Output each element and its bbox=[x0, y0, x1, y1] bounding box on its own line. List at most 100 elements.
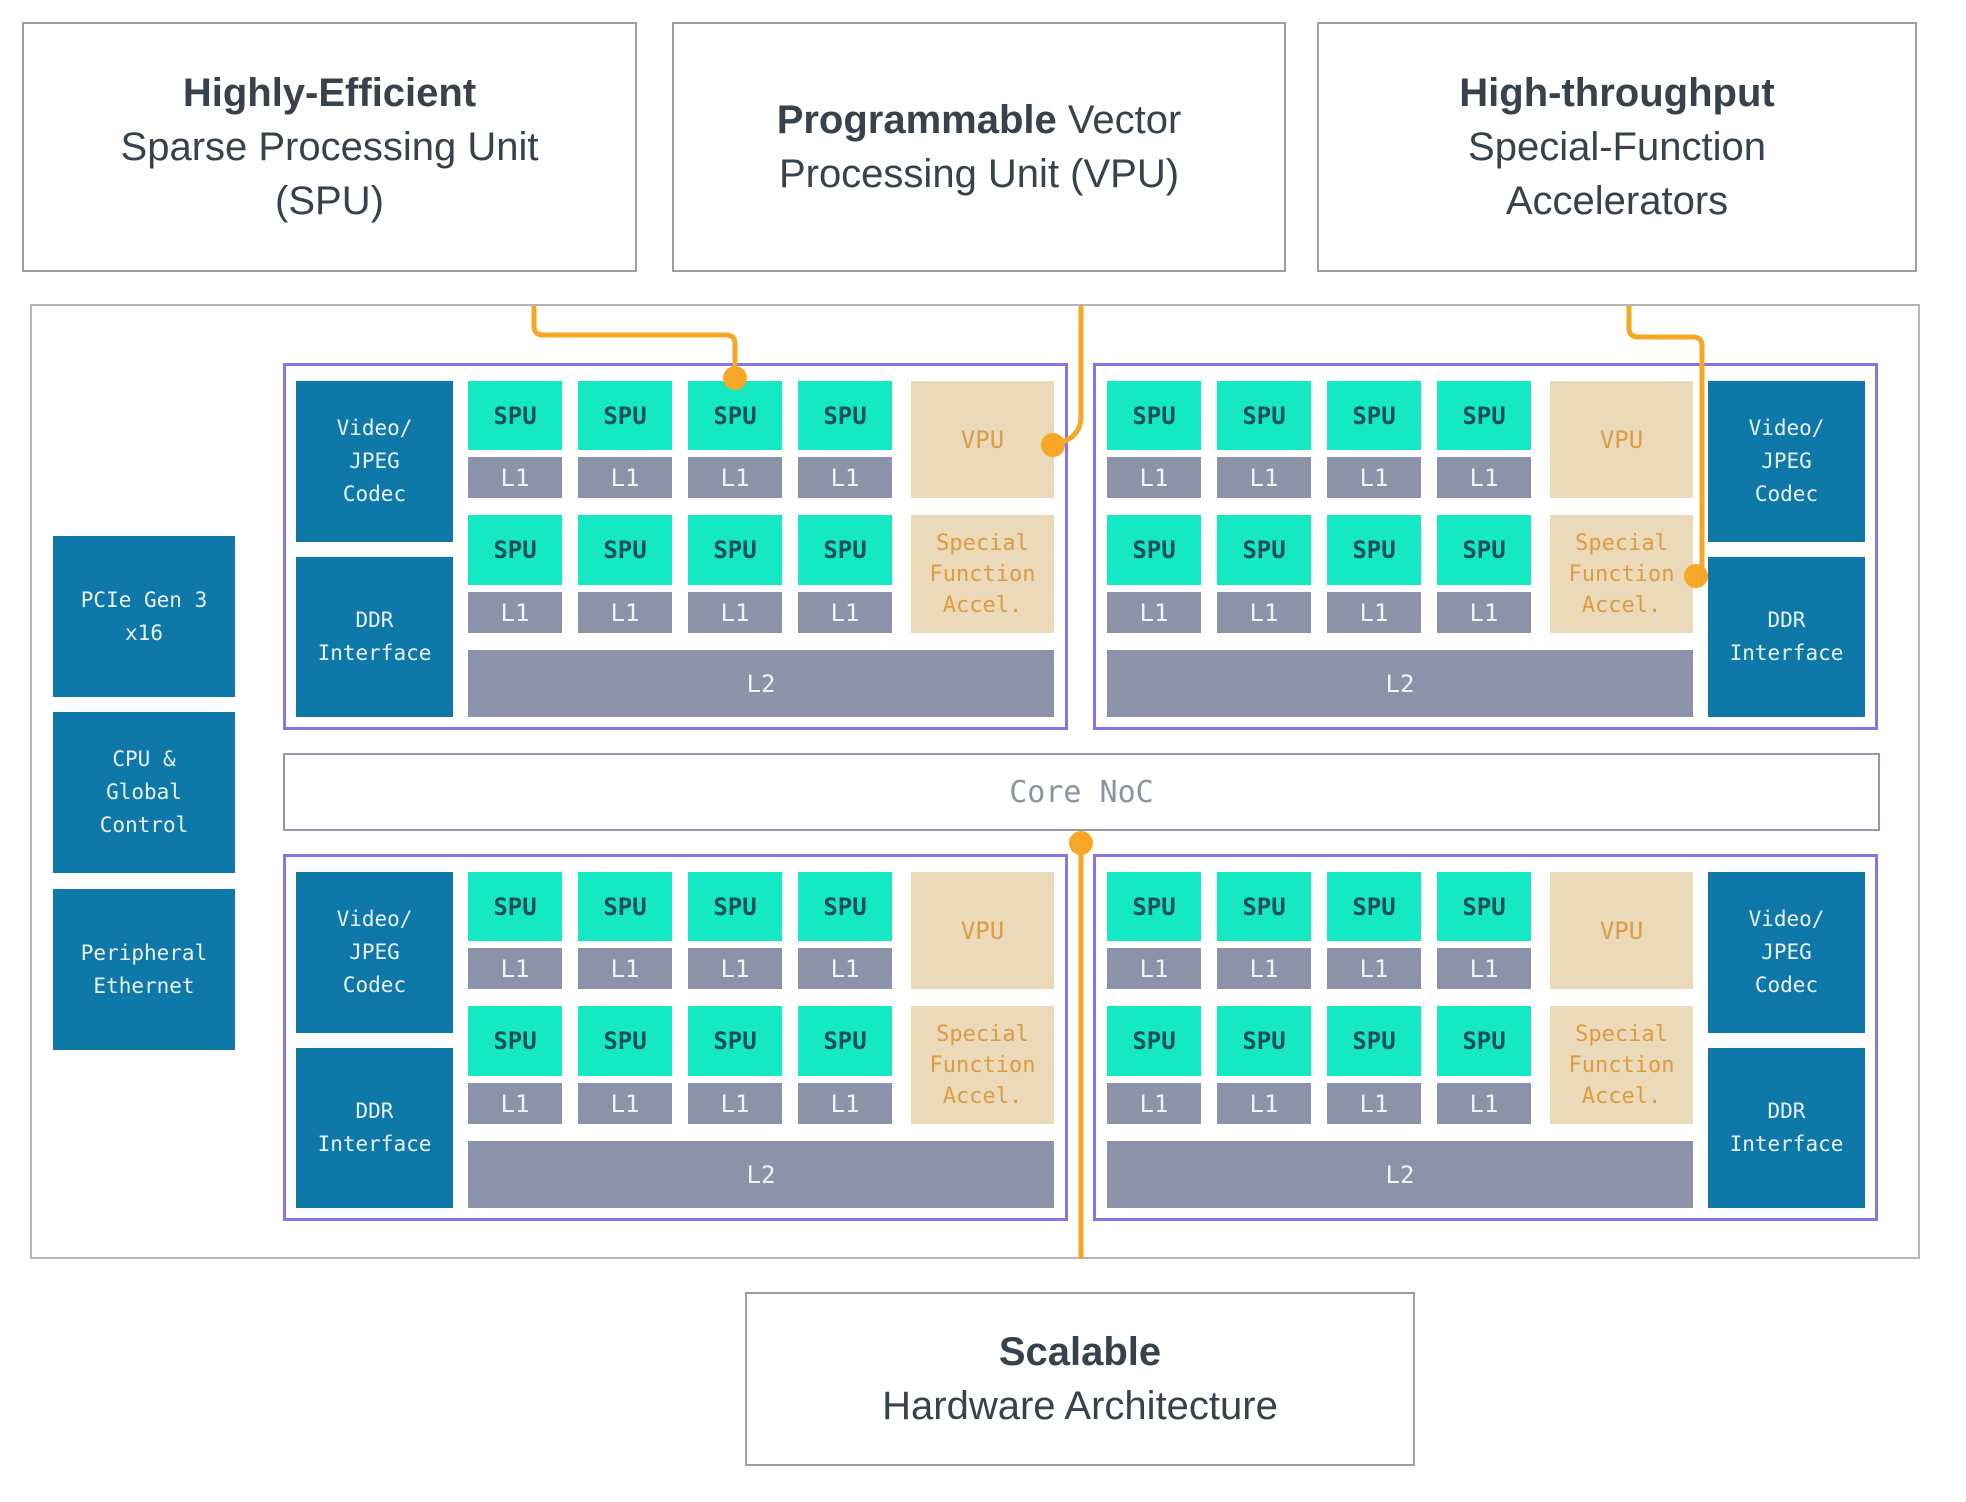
l1-cache-box: L1 bbox=[1107, 457, 1201, 498]
banner-text-bold: Scalable bbox=[998, 1330, 1162, 1374]
banner-line: Highly-Efficient bbox=[183, 66, 476, 120]
spu-box: SPU bbox=[1107, 515, 1201, 585]
l1-cache-box: L1 bbox=[688, 592, 782, 633]
l1-cache-box: L1 bbox=[798, 948, 892, 989]
spu-box: SPU bbox=[1437, 515, 1531, 585]
codec-box: Video/ JPEG Codec bbox=[1708, 381, 1865, 542]
banner-text-bold: Highly-Efficient bbox=[182, 71, 477, 115]
spu-box: SPU bbox=[1327, 872, 1421, 941]
banner-line: Sparse Processing Unit bbox=[121, 120, 539, 174]
io-box-cpu-control: CPU & Global Control bbox=[53, 712, 235, 873]
spu-box: SPU bbox=[1437, 381, 1531, 450]
spu-box: SPU bbox=[1217, 515, 1311, 585]
banner-line: Programmable Vector bbox=[777, 93, 1182, 147]
spu-box: SPU bbox=[578, 515, 672, 585]
l1-cache-box: L1 bbox=[688, 948, 782, 989]
l1-cache-box: L1 bbox=[578, 592, 672, 633]
l1-cache-box: L1 bbox=[1327, 948, 1421, 989]
l1-cache-box: L1 bbox=[1217, 1083, 1311, 1124]
banner-line: Hardware Architecture bbox=[882, 1379, 1278, 1433]
spu-box: SPU bbox=[798, 1006, 892, 1076]
l1-cache-box: L1 bbox=[1437, 592, 1531, 633]
spu-box: SPU bbox=[1217, 872, 1311, 941]
spu-box: SPU bbox=[688, 515, 782, 585]
spu-box: SPU bbox=[1327, 515, 1421, 585]
banner-line: (SPU) bbox=[275, 174, 384, 228]
l1-cache-box: L1 bbox=[1107, 1083, 1201, 1124]
ddr-box: DDR Interface bbox=[296, 1048, 453, 1208]
spu-box: SPU bbox=[1327, 381, 1421, 450]
banner-text: Sparse Processing Unit bbox=[120, 125, 539, 169]
l1-cache-box: L1 bbox=[468, 592, 562, 633]
l1-cache-box: L1 bbox=[1107, 948, 1201, 989]
spu-box: SPU bbox=[688, 381, 782, 450]
l2-cache-bar: L2 bbox=[468, 1141, 1054, 1208]
banner-text: Accelerators bbox=[1505, 179, 1729, 223]
l1-cache-box: L1 bbox=[468, 457, 562, 498]
l1-cache-box: L1 bbox=[688, 457, 782, 498]
banner-line: Accelerators bbox=[1506, 174, 1728, 228]
l1-cache-box: L1 bbox=[798, 1083, 892, 1124]
l1-cache-box: L1 bbox=[1327, 592, 1421, 633]
ddr-box: DDR Interface bbox=[1708, 557, 1865, 717]
spu-box: SPU bbox=[1107, 1006, 1201, 1076]
spu-box: SPU bbox=[1217, 1006, 1311, 1076]
ddr-box: DDR Interface bbox=[1708, 1048, 1865, 1208]
l1-cache-box: L1 bbox=[578, 948, 672, 989]
special-function-accel-box: Special Function Accel. bbox=[1550, 515, 1693, 633]
ddr-box: DDR Interface bbox=[296, 557, 453, 717]
special-function-accel-box: Special Function Accel. bbox=[911, 515, 1054, 633]
codec-box: Video/ JPEG Codec bbox=[296, 872, 453, 1033]
l2-cache-bar: L2 bbox=[1107, 1141, 1693, 1208]
l1-cache-box: L1 bbox=[1217, 592, 1311, 633]
vpu-box: VPU bbox=[1550, 872, 1693, 989]
spu-box: SPU bbox=[688, 1006, 782, 1076]
l1-cache-box: L1 bbox=[468, 1083, 562, 1124]
spu-box: SPU bbox=[1437, 1006, 1531, 1076]
core-noc-bar: Core NoC bbox=[283, 753, 1880, 831]
banner-text: (SPU) bbox=[275, 179, 384, 223]
spu-box: SPU bbox=[468, 515, 562, 585]
spu-box: SPU bbox=[468, 872, 562, 941]
l1-cache-box: L1 bbox=[1437, 457, 1531, 498]
spu-box: SPU bbox=[578, 381, 672, 450]
spu-box: SPU bbox=[1217, 381, 1311, 450]
special-function-accel-box: Special Function Accel. bbox=[911, 1006, 1054, 1124]
l1-cache-box: L1 bbox=[688, 1083, 782, 1124]
l2-cache-bar: L2 bbox=[468, 650, 1054, 717]
l1-cache-box: L1 bbox=[468, 948, 562, 989]
spu-box: SPU bbox=[798, 872, 892, 941]
banner-text-bold: Programmable bbox=[776, 98, 1057, 142]
banner-text: Vector bbox=[1056, 98, 1182, 142]
spu-box: SPU bbox=[798, 381, 892, 450]
banner-line: High-throughput bbox=[1459, 66, 1774, 120]
io-box-peripheral-ethernet: Peripheral Ethernet bbox=[53, 889, 235, 1050]
l1-cache-box: L1 bbox=[1437, 1083, 1531, 1124]
l2-cache-bar: L2 bbox=[1107, 650, 1693, 717]
l1-cache-box: L1 bbox=[578, 457, 672, 498]
codec-box: Video/ JPEG Codec bbox=[296, 381, 453, 542]
l1-cache-box: L1 bbox=[1327, 457, 1421, 498]
spu-box: SPU bbox=[1327, 1006, 1421, 1076]
banner-line: Special-Function bbox=[1468, 120, 1766, 174]
spu-box: SPU bbox=[578, 1006, 672, 1076]
spu-box: SPU bbox=[1107, 381, 1201, 450]
l1-cache-box: L1 bbox=[1107, 592, 1201, 633]
special-function-accel-box: Special Function Accel. bbox=[1550, 1006, 1693, 1124]
banner-text: Special-Function bbox=[1468, 125, 1766, 169]
io-box-pcie: PCIe Gen 3 x16 bbox=[53, 536, 235, 697]
l1-cache-box: L1 bbox=[798, 457, 892, 498]
banner-text: Processing Unit (VPU) bbox=[778, 152, 1180, 196]
l1-cache-box: L1 bbox=[1327, 1083, 1421, 1124]
spu-box: SPU bbox=[688, 872, 782, 941]
banner-text-bold: High-throughput bbox=[1459, 71, 1775, 115]
banner-line: Processing Unit (VPU) bbox=[779, 147, 1179, 201]
banner-text: Hardware Architecture bbox=[882, 1384, 1278, 1428]
vpu-box: VPU bbox=[1550, 381, 1693, 498]
